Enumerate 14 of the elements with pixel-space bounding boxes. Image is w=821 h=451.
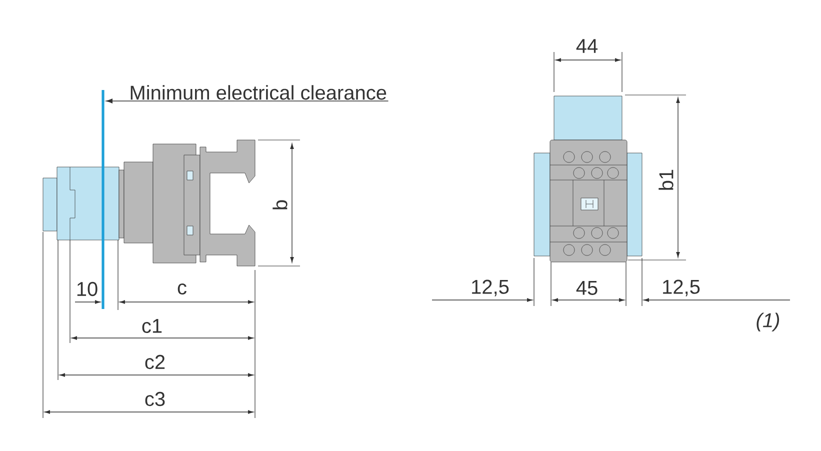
leader-line [106,98,389,104]
dimension-label: (1) [756,312,780,332]
dimension-label: 12,5 [663,280,700,296]
dimension-label: c2 [145,354,165,370]
dimension-label: 44 [576,39,598,53]
dimension-label: c1 [142,319,162,333]
clearance-label: Minimum electrical clearance [130,85,386,100]
dimension-label: b [272,200,288,210]
dimension-label: 12,5 [472,280,509,296]
dimension-label: c3 [145,392,165,406]
dimension-label: 45 [576,281,598,295]
clearance-line [102,90,104,309]
dimension-label: c [178,284,186,294]
dimension-label: b1 [658,170,674,190]
